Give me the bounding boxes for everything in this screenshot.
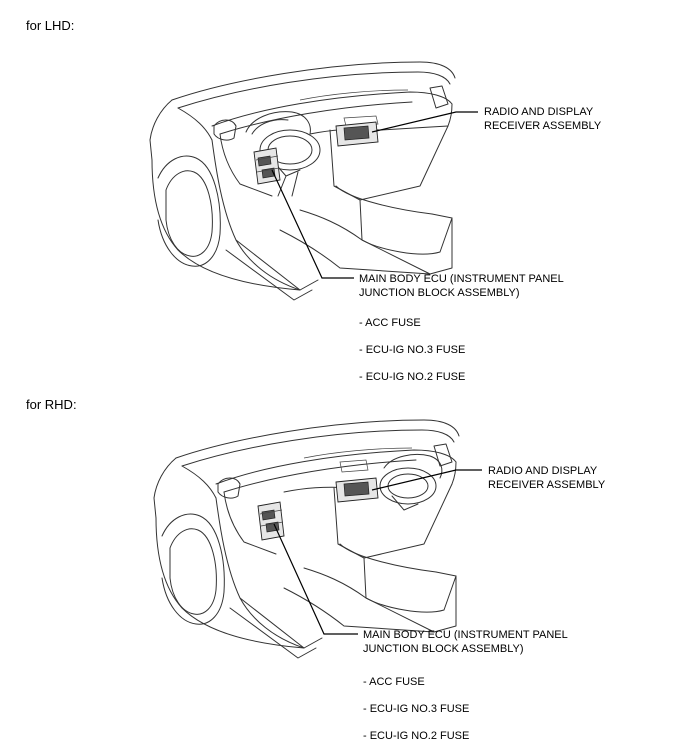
lhd-ecu-block xyxy=(253,147,281,185)
lhd-fuse-ecu-ig-no3: - ECU-IG NO.3 FUSE xyxy=(359,344,466,356)
lhd-ecu-callout-line-1: MAIN BODY ECU (INSTRUMENT PANEL xyxy=(359,273,564,285)
rhd-fuse-ecu-ig-no3: - ECU-IG NO.3 FUSE xyxy=(363,703,470,715)
rhd-ecu-leader xyxy=(273,523,358,635)
rhd-ecu-callout-line-1: MAIN BODY ECU (INSTRUMENT PANEL xyxy=(363,629,568,641)
rhd-radio-callout-line-2: RECEIVER ASSEMBLY xyxy=(488,479,606,491)
lhd-radio-unit xyxy=(335,121,379,147)
lhd-radio-callout-line-1: RADIO AND DISPLAY xyxy=(484,106,594,118)
rhd-fuse-ecu-ig-no2: - ECU-IG NO.2 FUSE xyxy=(363,730,470,742)
rhd-radio-unit xyxy=(335,477,379,503)
lhd-ecu-leader xyxy=(271,169,354,279)
rhd-radio-callout: RADIO AND DISPLAY RECEIVER ASSEMBLY xyxy=(488,464,605,492)
lhd-ecu-callout: MAIN BODY ECU (INSTRUMENT PANEL JUNCTION… xyxy=(359,272,564,300)
rhd-radio-leader xyxy=(371,469,482,491)
section-label-rhd: for RHD: xyxy=(26,397,77,412)
rhd-radio-callout-line-1: RADIO AND DISPLAY xyxy=(488,465,598,477)
rhd-ecu-block xyxy=(257,501,285,541)
lhd-fuse-ecu-ig-no2: - ECU-IG NO.2 FUSE xyxy=(359,371,466,383)
section-label-lhd: for LHD: xyxy=(26,18,75,33)
rhd-ecu-callout: MAIN BODY ECU (INSTRUMENT PANEL JUNCTION… xyxy=(363,628,568,656)
lhd-dashboard-illustration xyxy=(149,61,478,301)
rhd-ecu-callout-line-2: JUNCTION BLOCK ASSEMBLY) xyxy=(363,643,524,655)
lhd-radio-callout: RADIO AND DISPLAY RECEIVER ASSEMBLY xyxy=(484,105,601,133)
rhd-car-outline xyxy=(153,419,460,659)
lhd-fuse-acc: - ACC FUSE xyxy=(359,317,421,329)
lhd-radio-leader xyxy=(371,111,478,133)
lhd-ecu-callout-line-2: JUNCTION BLOCK ASSEMBLY) xyxy=(359,287,520,299)
lhd-car-outline xyxy=(149,61,456,301)
lhd-radio-callout-line-2: RECEIVER ASSEMBLY xyxy=(484,120,602,132)
rhd-fuse-acc: - ACC FUSE xyxy=(363,676,425,688)
